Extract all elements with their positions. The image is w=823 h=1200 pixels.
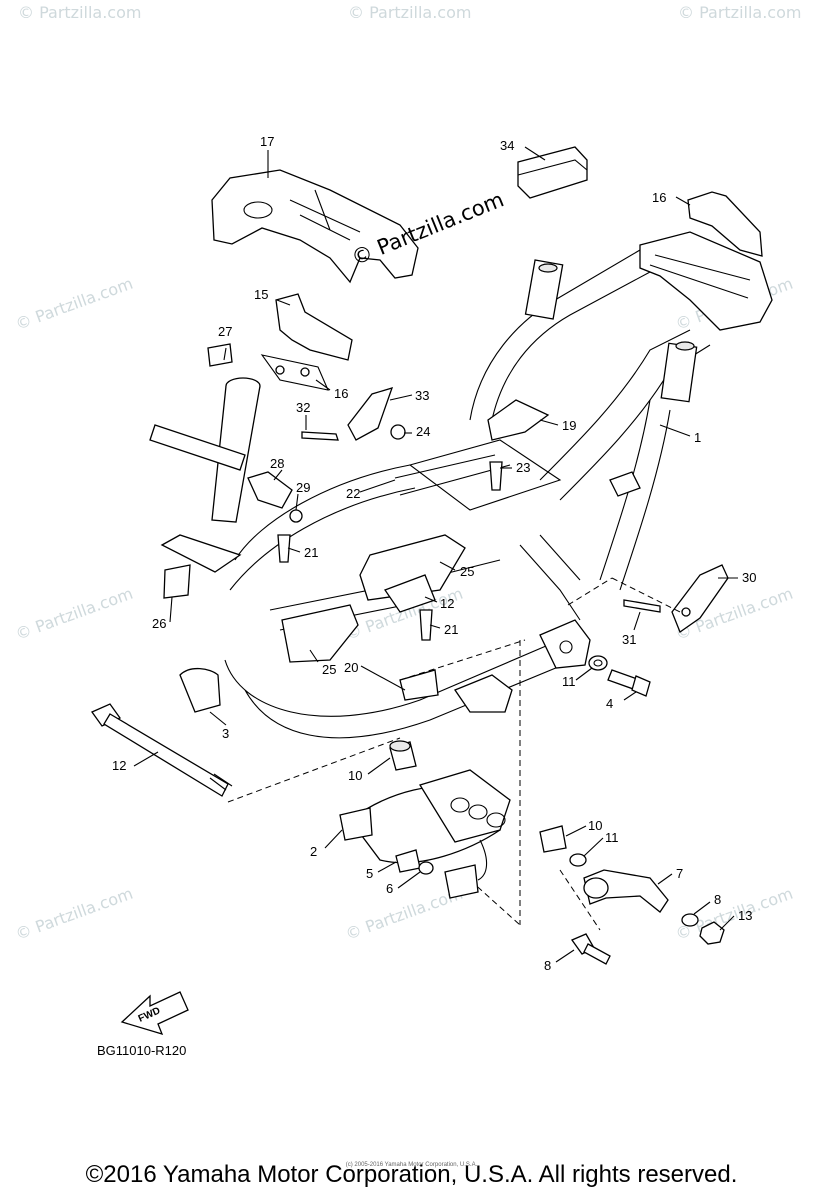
callout-6: 6 bbox=[386, 881, 393, 896]
fine-print: (c) 2005-2016 Yamaha Motor Corporation, … bbox=[345, 1162, 478, 1168]
part-10-collar-upper bbox=[389, 740, 417, 771]
part-25-shield-lower bbox=[281, 604, 359, 663]
callout-25a: 25 bbox=[460, 564, 474, 579]
callout-19: 19 bbox=[562, 418, 576, 433]
callout-16: 16 bbox=[334, 386, 348, 401]
callout-23: 23 bbox=[516, 460, 530, 475]
assembly-guides bbox=[227, 577, 681, 931]
callout-17: 17 bbox=[260, 134, 274, 149]
part-14-plate bbox=[383, 574, 436, 613]
callout-12: 12 bbox=[112, 758, 126, 773]
callout-26: 26 bbox=[152, 616, 166, 631]
part-30-bracket bbox=[623, 564, 729, 634]
callout-8: 8 bbox=[544, 958, 551, 973]
callout-7: 7 bbox=[676, 866, 683, 881]
part-34-box bbox=[517, 146, 588, 199]
callout-25b: 25 bbox=[322, 662, 336, 677]
engine-mount bbox=[454, 619, 591, 713]
part-32-bracket bbox=[301, 387, 394, 441]
part-12-long-bolt bbox=[91, 703, 233, 797]
watermark-text: © Partzilla.com bbox=[678, 3, 801, 22]
part-19-plate bbox=[487, 399, 550, 441]
callout-labels: 17 34 16 15 27 16 33 32 24 19 1 28 23 29… bbox=[112, 134, 756, 973]
part-28-clip bbox=[247, 471, 303, 523]
part-7-link bbox=[583, 869, 669, 913]
part-15-bracket bbox=[260, 293, 353, 391]
callout-30: 30 bbox=[742, 570, 756, 585]
callout-28: 28 bbox=[270, 456, 284, 471]
callout-5: 5 bbox=[366, 866, 373, 881]
callout-21a: 21 bbox=[304, 545, 318, 560]
callout-14: 12 bbox=[440, 596, 454, 611]
part-11-collar-lower bbox=[569, 853, 587, 867]
part-6-washer bbox=[418, 861, 434, 875]
watermark-text: © Partzilla.com bbox=[13, 884, 136, 944]
part-11-collar-upper bbox=[588, 655, 608, 671]
watermark-text: © Partzilla.com bbox=[13, 274, 136, 334]
callout-3: 3 bbox=[222, 726, 229, 741]
callout-10b: 10 bbox=[588, 818, 602, 833]
fwd-arrow-icon: FWD bbox=[120, 991, 189, 1036]
watermark-text: © Partzilla.com bbox=[13, 584, 136, 644]
diagram-reference-code: BG11010-R120 bbox=[97, 1043, 187, 1058]
callout-11a: 11 bbox=[562, 674, 576, 689]
copyright-notice: ©2016 Yamaha Motor Corporation, U.S.A. A… bbox=[85, 1161, 738, 1188]
callout-31: 31 bbox=[622, 632, 636, 647]
callout-15: 15 bbox=[254, 287, 268, 302]
part-8-bolt bbox=[571, 933, 611, 965]
callout-18: 16 bbox=[652, 190, 666, 205]
callout-2: 2 bbox=[310, 844, 317, 859]
part-9-washer bbox=[681, 913, 699, 927]
part-20-plate bbox=[399, 669, 439, 701]
callout-33: 32 bbox=[296, 400, 310, 415]
callout-34: 34 bbox=[500, 138, 514, 153]
part-21-bolts bbox=[277, 534, 433, 641]
callout-9: 8 bbox=[714, 892, 721, 907]
part-4-bolt bbox=[607, 669, 651, 697]
part-23-bolt bbox=[489, 461, 503, 491]
part-17-cover bbox=[211, 169, 419, 284]
callout-4: 4 bbox=[606, 696, 613, 711]
head-pipe bbox=[149, 343, 261, 713]
callout-11b: 11 bbox=[605, 830, 619, 845]
callout-21b: 21 bbox=[444, 622, 458, 637]
part-18-plate bbox=[687, 191, 763, 257]
callout-1: 1 bbox=[694, 430, 701, 445]
part-13-nut bbox=[699, 921, 725, 945]
watermark-text: © Partzilla.com bbox=[343, 884, 466, 944]
watermark-text: © Partzilla.com bbox=[348, 3, 471, 22]
callout-32: 33 bbox=[415, 388, 429, 403]
part-24-nut bbox=[390, 424, 406, 440]
part-2-engine-bracket bbox=[339, 769, 511, 899]
callout-20: 20 bbox=[344, 660, 358, 675]
watermark-text: © Partzilla.com bbox=[18, 3, 141, 22]
callout-10a: 10 bbox=[348, 768, 362, 783]
leader-lines bbox=[133, 146, 738, 963]
part-10-collar-lower bbox=[539, 825, 567, 853]
callout-27: 27 bbox=[218, 324, 232, 339]
callout-22: 22 bbox=[346, 486, 360, 501]
callout-24: 24 bbox=[416, 424, 430, 439]
callout-29: 29 bbox=[296, 480, 310, 495]
part-25-shield-upper bbox=[359, 534, 466, 601]
callout-13: 13 bbox=[738, 908, 752, 923]
